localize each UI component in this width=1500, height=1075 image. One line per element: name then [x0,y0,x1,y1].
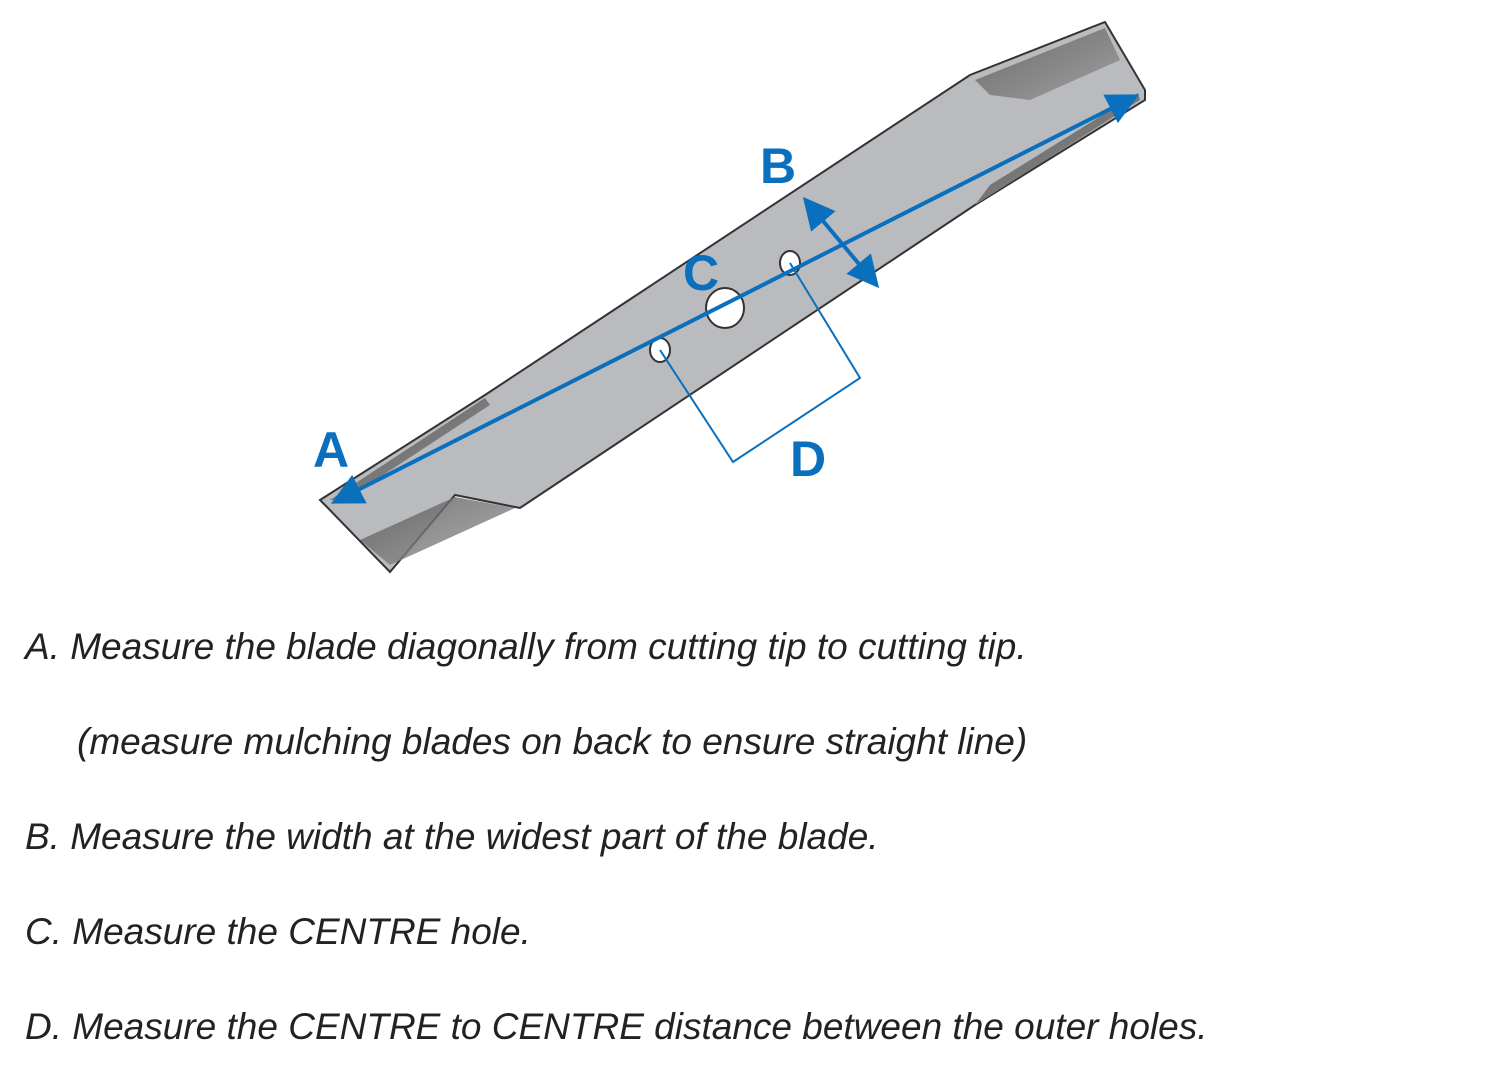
width-arrow-b [802,196,880,289]
instruction-c: C. Measure the CENTRE hole. [25,911,531,952]
label-c: C [683,245,719,301]
hole-distance-bracket-d [659,262,862,464]
instruction-a-note: (measure mulching blades on back to ensu… [77,721,1028,762]
label-d: D [790,431,826,487]
label-b: B [760,138,796,194]
instruction-a: A. Measure the blade diagonally from cut… [25,626,1027,667]
blade-diagram: A B C D [313,20,1146,574]
label-a: A [313,422,349,478]
instruction-d: D. Measure the CENTRE to CENTRE distance… [25,1006,1208,1047]
instruction-b: B. Measure the width at the widest part … [25,816,879,857]
length-arrow-a [330,94,1140,504]
